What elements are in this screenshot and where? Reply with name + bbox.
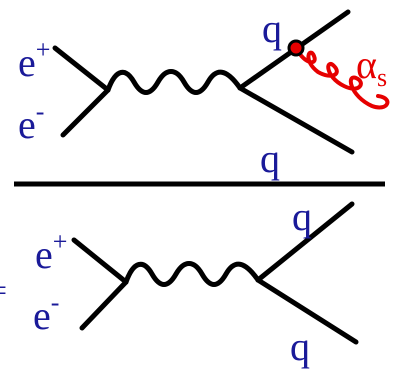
bottom-quark-down-line: [255, 277, 359, 345]
top-photon-wavy-line: [105, 69, 243, 95]
top-diagram: e+ e- q q αs: [18, 6, 390, 181]
bottom-e-minus-label: e-: [33, 288, 59, 338]
top-e-minus-label: e-: [18, 97, 44, 147]
top-quark-bottom-label: q: [260, 136, 280, 181]
bottom-diagram: e+ e- q q: [33, 194, 359, 369]
top-electron-minus-line: [60, 87, 111, 138]
bottom-e-plus-label: e+: [35, 227, 67, 277]
bottom-photon-wavy-line: [123, 261, 261, 287]
top-electron-plus-line: [52, 45, 111, 93]
bottom-electron-minus-line: [79, 279, 129, 331]
gluon-vertex-dot: [287, 39, 305, 57]
bottom-quark-out-label: q: [292, 194, 312, 239]
gluon-curly-line: [295, 47, 390, 110]
bottom-electron-plus-line: [71, 237, 129, 285]
bottom-quark-bottom-label: q: [290, 324, 310, 369]
bottom-quark-up-line: [255, 201, 355, 283]
top-quark-out-label: q: [262, 6, 282, 51]
top-quark-down-line: [237, 85, 355, 155]
alpha-s-label: αs: [356, 42, 387, 92]
top-e-plus-label: e+: [18, 35, 50, 85]
left-edge-mark: =: [0, 274, 7, 307]
